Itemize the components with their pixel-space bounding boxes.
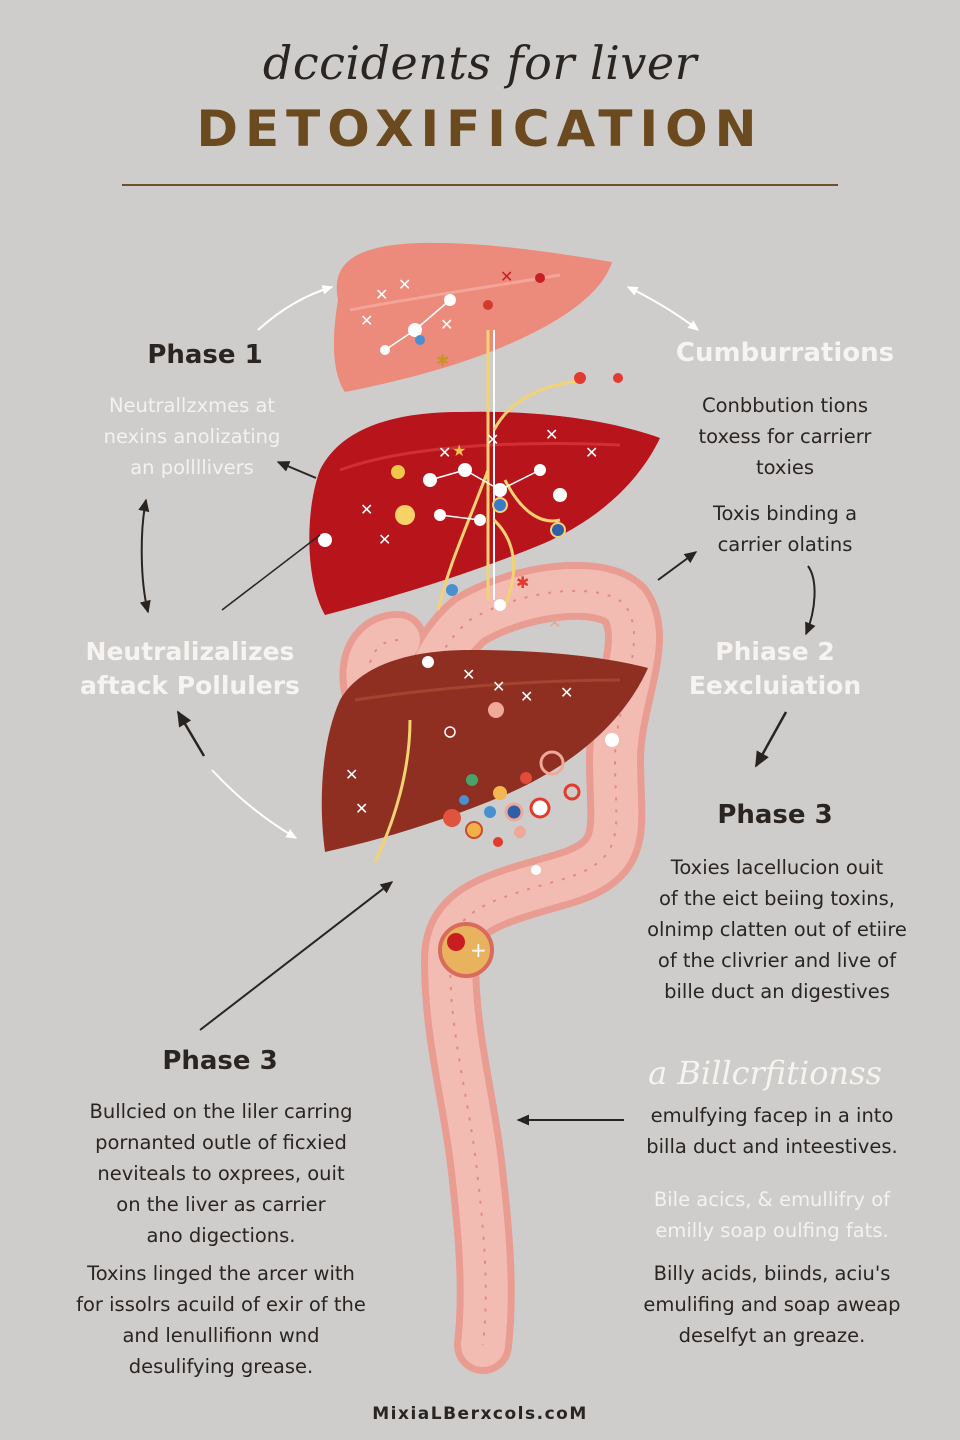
arrow-icon <box>221 534 321 611</box>
text-line: Toxies lacellucion ouit <box>670 856 884 879</box>
cycle-arrows <box>211 285 699 839</box>
text-line: nexins anolizating <box>103 425 281 448</box>
text-line: and lenullifionn wnd <box>122 1324 320 1347</box>
liver-icon-red <box>309 411 660 615</box>
text-line: Bullcied on the liler carring <box>89 1100 353 1123</box>
phase1-description: Neutrallzxmes at nexins anolizating an p… <box>62 390 322 483</box>
phase2-title: Phiase 2 Eexcluiation <box>660 635 890 703</box>
svg-text:✕: ✕ <box>548 613 561 632</box>
text-line: Toxis binding a <box>712 502 858 525</box>
arrow-icon <box>626 286 699 331</box>
text-line: Billy acids, biinds, aciu's <box>653 1262 891 1285</box>
text-line: olnimp clatten out of etiire <box>647 918 907 941</box>
text-line: Eexcluiation <box>688 671 862 700</box>
text-line: for issolrs acuild of exir of the <box>76 1293 366 1316</box>
text-line: carrier olatins <box>717 533 853 556</box>
svg-text:✕: ✕ <box>360 311 373 330</box>
svg-text:✕: ✕ <box>462 665 475 684</box>
arrow-icon <box>754 711 788 768</box>
arrow-icon <box>276 461 317 479</box>
text-line: deselfyt an greaze. <box>678 1324 866 1347</box>
arrow-icon <box>176 710 206 757</box>
phase3-right-description: Toxies lacellucion ouit of the eict beii… <box>632 852 922 1007</box>
bile-description-2: Bile acics, & emullifry of emilly soap o… <box>622 1184 922 1246</box>
combinations-title: Cumburrations <box>675 338 895 368</box>
phase3-left-notes: Toxins linged the arcer with for issolrs… <box>62 1258 380 1382</box>
text-line: an pollllivers <box>130 456 254 479</box>
text-line: of the clivrier and live of <box>657 949 897 972</box>
text-line: emulfying facep in a into <box>650 1104 894 1127</box>
text-line: Toxins linged the arcer with <box>87 1262 355 1285</box>
text-line: ano digections. <box>146 1224 296 1247</box>
liver-icon-brown <box>321 650 648 852</box>
text-line: bille duct an digestives <box>664 980 890 1003</box>
text-line: toxies <box>755 456 815 479</box>
svg-text:✕: ✕ <box>545 425 558 444</box>
main-title: DETOXIFICATION <box>196 100 764 158</box>
text-line: Neutralizalizes <box>85 637 295 666</box>
arrow-icon <box>138 498 151 614</box>
toxin-particles <box>318 273 623 875</box>
text-line: Phiase 2 <box>715 637 835 666</box>
arrow-icon <box>211 769 298 839</box>
svg-text:✱: ✱ <box>436 351 449 370</box>
svg-text:✕: ✕ <box>345 765 358 784</box>
text-line: on the liver as carrier <box>116 1193 326 1216</box>
svg-text:✕: ✕ <box>375 285 388 304</box>
text-line: emilly soap oulfing fats. <box>655 1219 889 1242</box>
title-divider <box>122 184 838 186</box>
svg-text:✕: ✕ <box>492 677 505 696</box>
svg-text:✕: ✕ <box>440 315 453 334</box>
phase3-left-description: Bullcied on the liler carring pornanted … <box>62 1096 380 1251</box>
arrow-icon <box>257 285 334 331</box>
pointer-arrows <box>138 461 816 1126</box>
bile-ducts <box>373 330 586 863</box>
text-line: of the eict beiing toxins, <box>659 887 895 910</box>
arrow-icon <box>657 551 698 581</box>
arrow-icon <box>805 565 816 636</box>
phase3-left-title: Phase 3 <box>162 1046 278 1076</box>
svg-text:✕: ✕ <box>398 275 411 294</box>
text-line: toxess for carrierr <box>698 425 872 448</box>
phase1-title: Phase 1 <box>147 340 263 370</box>
svg-text:✕: ✕ <box>360 500 373 519</box>
text-line: Bile acics, & emullifry of <box>653 1188 891 1211</box>
combinations-description: Conbbution tions toxess for carrierr tox… <box>660 390 910 483</box>
footer-credit: MixiaLBerxcols.coM <box>372 1404 588 1424</box>
phase3-right-title: Phase 3 <box>717 800 833 830</box>
svg-text:✕: ✕ <box>560 683 573 702</box>
svg-text:✕: ✕ <box>520 687 533 706</box>
text-line: Neutrallzxmes at <box>108 394 276 417</box>
text-line: pornanted outle of ficxied <box>95 1131 347 1154</box>
text-line: neviteals to oxprees, ouit <box>97 1162 345 1185</box>
bile-description-3: Billy acids, biinds, aciu's emulifing an… <box>622 1258 922 1351</box>
arrow-icon <box>199 881 394 1031</box>
bile-description-1: emulfying facep in a into billa duct and… <box>622 1100 922 1162</box>
binding-description: Toxis binding a carrier olatins <box>660 498 910 560</box>
svg-text:✕: ✕ <box>378 530 391 549</box>
svg-text:✕: ✕ <box>355 799 368 818</box>
svg-text:★: ★ <box>452 441 466 460</box>
text-line: billa duct and inteestives. <box>646 1135 898 1158</box>
script-title: dccidents for liver <box>262 36 698 90</box>
bile-title: a Billcrfitionss <box>648 1054 882 1092</box>
svg-text:✕: ✕ <box>585 443 598 462</box>
toxin-stars: ✕✕✕ ✕✱ ✕ ★✕ ✕✕ ✕✕ ✕✱ ✕ ✕✕ ✕✕ ✕✕ <box>345 267 598 818</box>
svg-text:+: + <box>470 938 487 962</box>
svg-text:✕: ✕ <box>500 267 513 286</box>
svg-text:✕: ✕ <box>486 430 499 449</box>
text-line: aftack Pollulers <box>80 671 300 700</box>
text-line: desulifying grease. <box>128 1355 314 1378</box>
text-line: emulifing and soap aweap <box>643 1293 901 1316</box>
text-line: Conbbution tions <box>701 394 869 417</box>
svg-text:✱: ✱ <box>516 573 529 592</box>
neutralizes-label: Neutralizalizes aftack Pollulers <box>60 635 320 703</box>
liver-icon-pink <box>333 242 612 392</box>
svg-text:✕: ✕ <box>438 443 451 462</box>
